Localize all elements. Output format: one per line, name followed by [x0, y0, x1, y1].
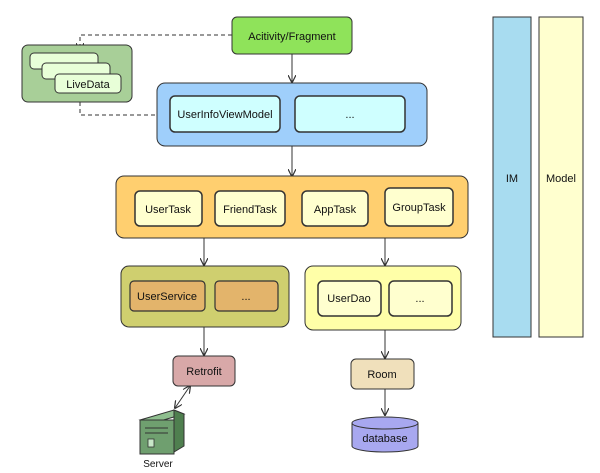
server-icon: Server — [138, 409, 186, 470]
service-label: UserService — [137, 291, 197, 303]
service-more-label: ... — [241, 291, 250, 303]
activity-label: Acitivity/Fragment — [248, 31, 335, 43]
livedata-label: LiveData — [66, 79, 110, 91]
viewmodel-group: UserInfoViewModel ... — [156, 82, 428, 147]
task-label-1: FriendTask — [223, 204, 277, 216]
activity-fragment-node: Acitivity/Fragment — [231, 16, 353, 55]
model-label: Model — [546, 173, 576, 185]
database-icon: database — [351, 416, 419, 453]
room-node: Room — [350, 358, 415, 390]
viewmodel-more-label: ... — [345, 109, 354, 121]
arrow-retrofit-server — [175, 386, 190, 408]
dao-group: UserDao ... — [304, 265, 462, 331]
room-label: Room — [367, 369, 396, 381]
model-column: Model — [538, 16, 584, 338]
task-label-2: AppTask — [314, 204, 357, 216]
im-label: IM — [506, 173, 518, 185]
dashed-livedata-viewmodel — [79, 102, 157, 116]
tasks-group: UserTask FriendTask AppTask GroupTask — [115, 175, 469, 239]
retrofit-label: Retrofit — [186, 366, 221, 378]
service-group: UserService ... — [120, 265, 290, 328]
im-column: IM — [492, 16, 532, 338]
database-label: database — [362, 433, 407, 445]
retrofit-node: Retrofit — [172, 355, 236, 387]
dao-label: UserDao — [327, 293, 370, 305]
task-label-0: UserTask — [145, 204, 191, 216]
viewmodel-label: UserInfoViewModel — [177, 109, 272, 121]
livedata-group: LiveData — [21, 44, 133, 103]
task-label-3: GroupTask — [392, 202, 446, 214]
dao-more-label: ... — [415, 293, 424, 305]
server-label: Server — [143, 459, 173, 470]
